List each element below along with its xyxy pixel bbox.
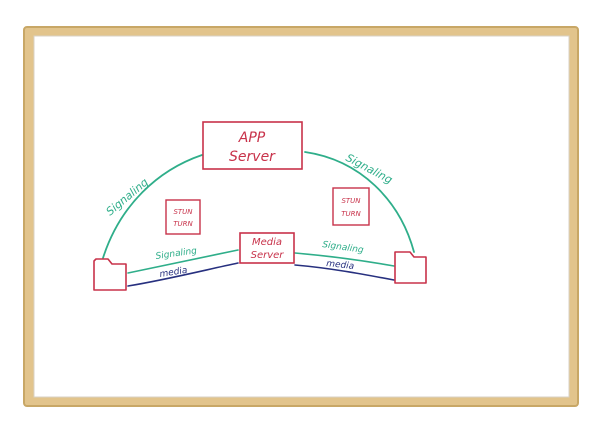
whiteboard-surface bbox=[33, 35, 570, 398]
media-server-label-line2: Server bbox=[251, 250, 285, 261]
media-line-left bbox=[127, 262, 239, 287]
media-line-right-label: media bbox=[326, 259, 355, 272]
stun-turn-left-label-line1: STUN bbox=[173, 208, 193, 216]
media-line-right bbox=[294, 264, 395, 281]
stun-turn-left-label-line2: TURN bbox=[173, 220, 193, 228]
stun-turn-left-box bbox=[165, 199, 201, 235]
app-server-label-line2: Server bbox=[229, 149, 276, 165]
media-server-label-line1: Media bbox=[252, 237, 282, 248]
signaling-arc-right bbox=[304, 151, 415, 253]
media-line-left-label: media bbox=[159, 266, 188, 280]
client-right-box bbox=[394, 251, 427, 284]
app-server-box bbox=[202, 121, 303, 170]
media-server-box bbox=[239, 232, 295, 264]
signaling-arc-left bbox=[102, 154, 203, 259]
stun-turn-right-label-line1: STUN bbox=[341, 197, 361, 205]
stun-turn-right-label-line2: TURN bbox=[341, 210, 361, 218]
app-server-label-line1: APP bbox=[238, 130, 266, 146]
client-left-box bbox=[93, 258, 127, 291]
signaling-line-left bbox=[127, 249, 239, 274]
signaling-line-right bbox=[294, 252, 395, 267]
stun-turn-right-box bbox=[332, 187, 370, 226]
